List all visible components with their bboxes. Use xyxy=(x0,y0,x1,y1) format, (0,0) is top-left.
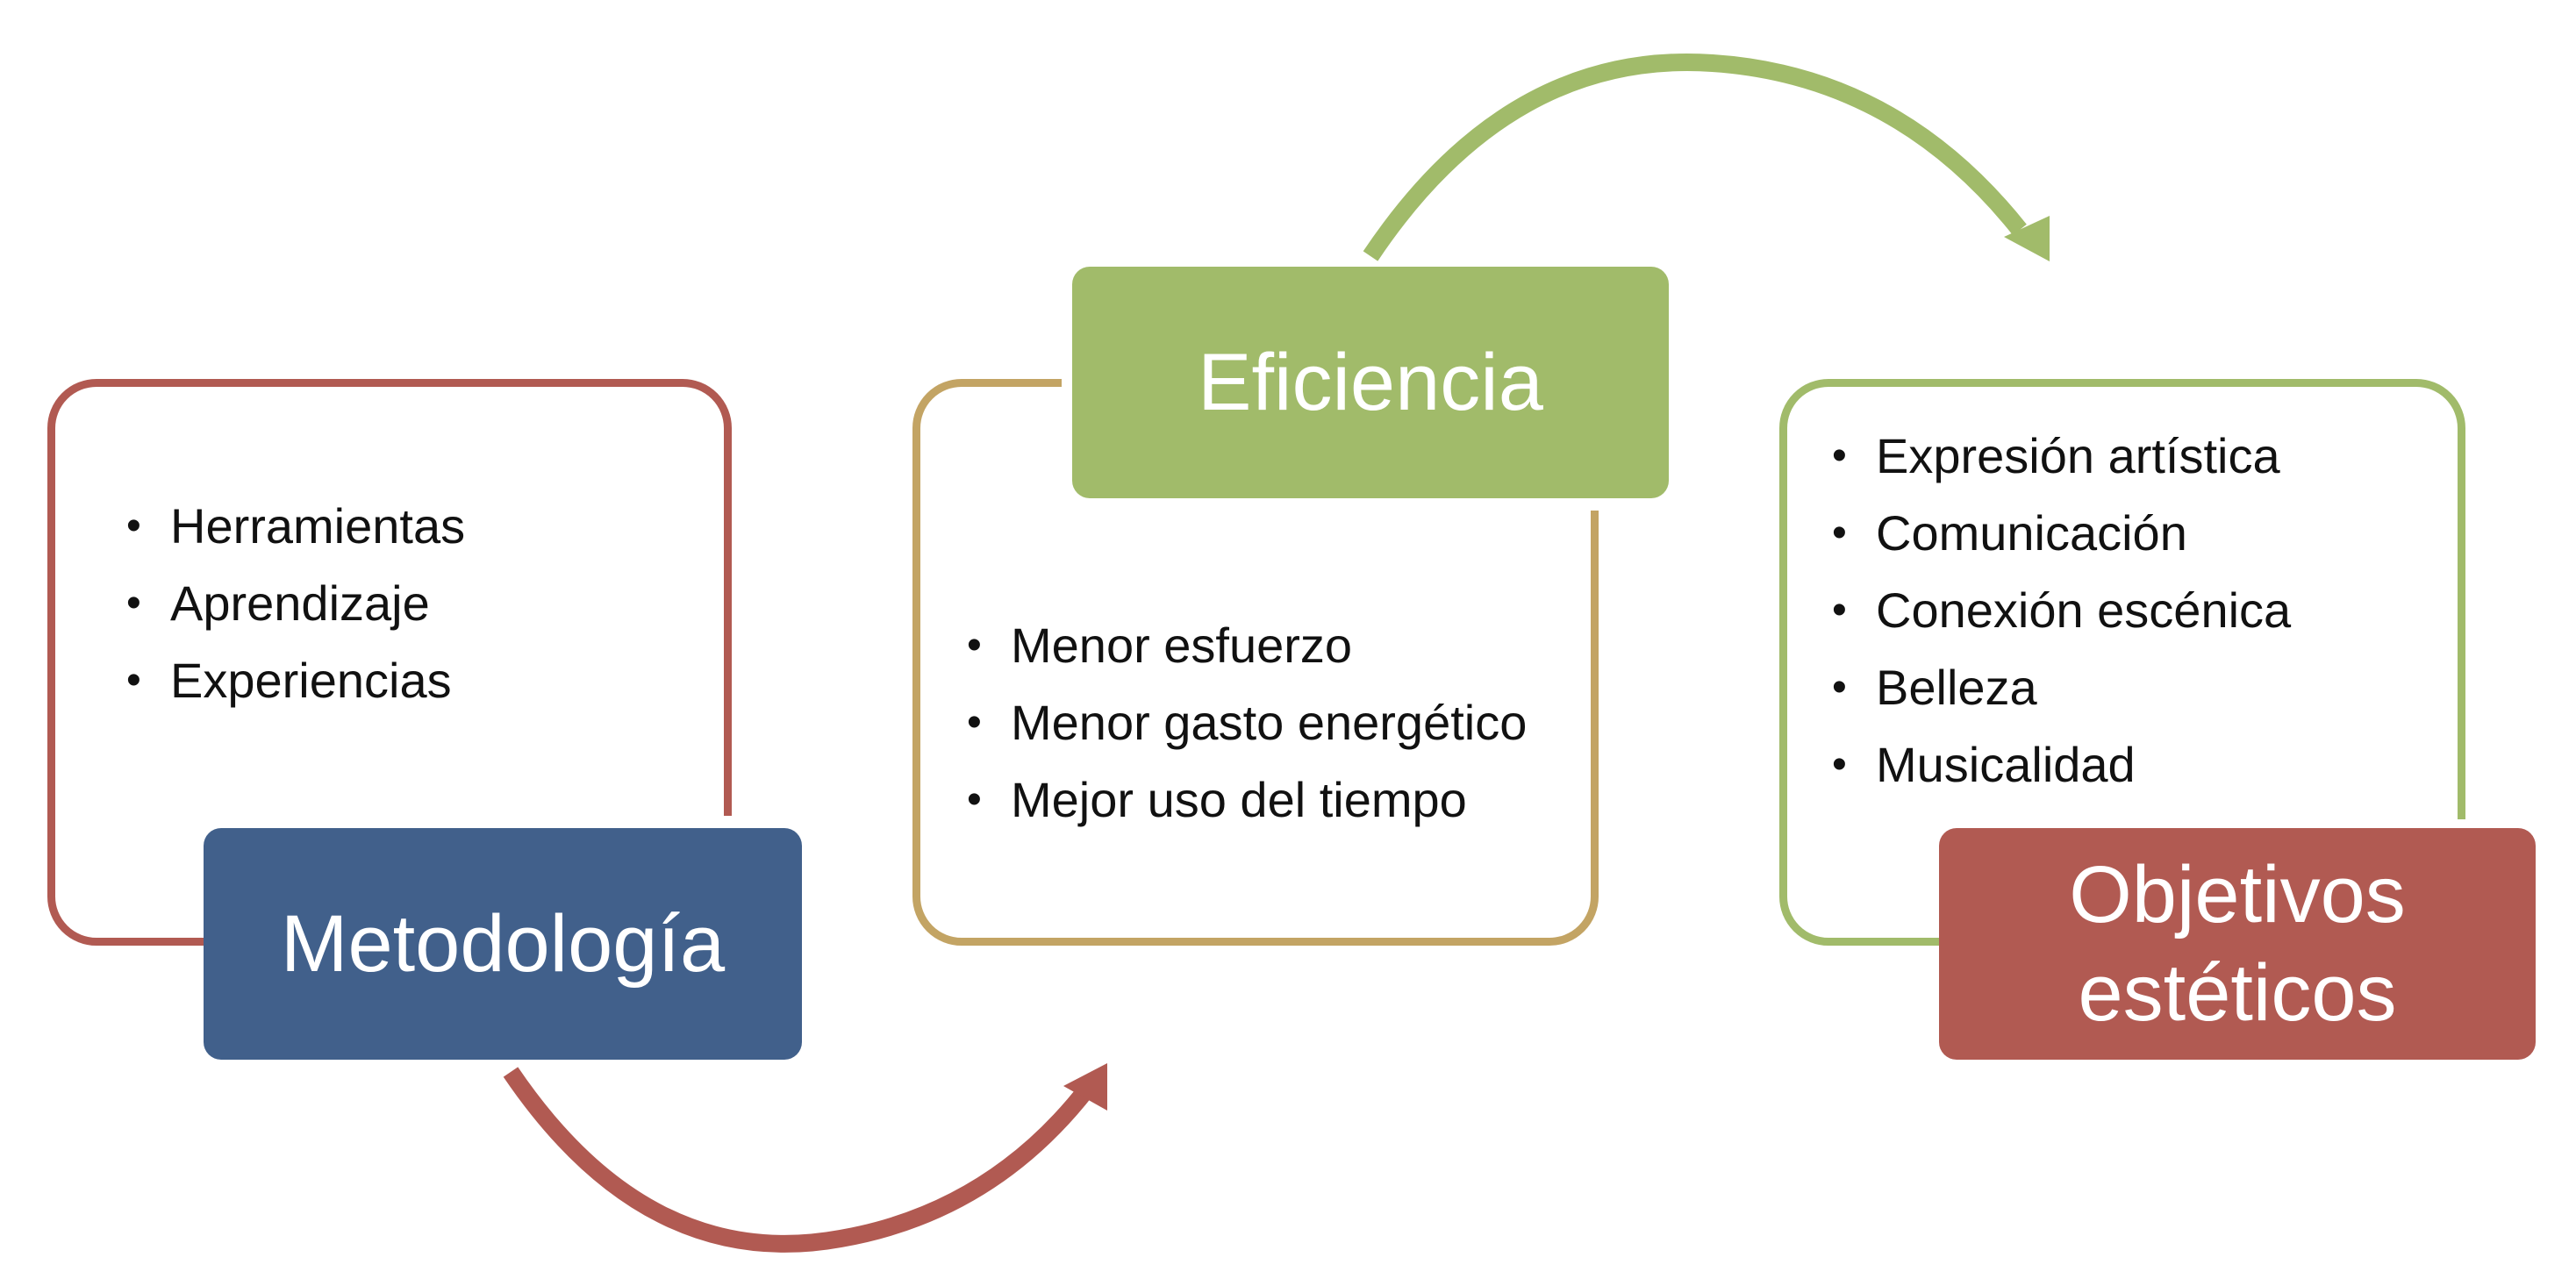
list-item: Comunicación xyxy=(1832,495,2291,572)
list-item: Conexión escénica xyxy=(1832,572,2291,649)
list-item: Menor esfuerzo xyxy=(967,607,1527,684)
list-item: Aprendizaje xyxy=(126,565,465,642)
label-eficiencia: Eficiencia xyxy=(1072,267,1669,498)
list-objetivos: Expresión artística Comunicación Conexió… xyxy=(1832,418,2291,804)
list-item: Musicalidad xyxy=(1832,726,2291,804)
arrow-head-red xyxy=(1063,1063,1107,1111)
arrow-head-green xyxy=(2004,216,2050,261)
list-eficiencia: Menor esfuerzo Menor gasto energético Me… xyxy=(967,607,1527,839)
label-objetivos-esteticos: Objetivos estéticos xyxy=(1939,828,2536,1060)
list-item: Mejor uso del tiempo xyxy=(967,761,1527,839)
list-metodologia: Herramientas Aprendizaje Experiencias xyxy=(126,488,465,719)
list-item: Experiencias xyxy=(126,642,465,719)
arrow-eficiencia-to-objetivos xyxy=(1363,54,2027,261)
list-item: Belleza xyxy=(1832,649,2291,726)
list-item: Herramientas xyxy=(126,488,465,565)
stage-title: Objetivos estéticos xyxy=(2069,846,2406,1042)
stage-title-line-1: Objetivos xyxy=(2069,850,2406,939)
stage-title: Metodología xyxy=(280,899,726,989)
list-item: Menor gasto energético xyxy=(967,684,1527,761)
label-metodologia: Metodología xyxy=(204,828,802,1060)
stage-title: Eficiencia xyxy=(1198,338,1543,427)
arrow-metodologia-to-eficiencia xyxy=(503,1067,1095,1253)
list-item: Expresión artística xyxy=(1832,418,2291,495)
stage-title-line-2: estéticos xyxy=(2078,948,2397,1038)
